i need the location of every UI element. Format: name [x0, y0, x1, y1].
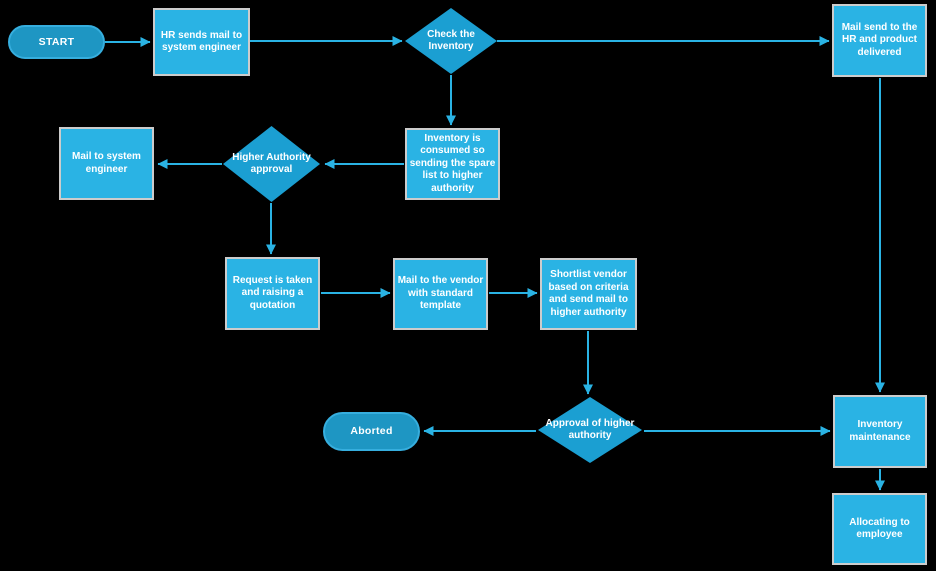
node-start-label: START: [38, 35, 75, 48]
node-mail-send-hr[interactable]: Mail send to the HR and product delivere…: [832, 4, 927, 77]
node-mail-to-vendor[interactable]: Mail to the vendor with standard templat…: [393, 258, 488, 330]
node-allocating-employee[interactable]: Allocating to employee: [832, 493, 927, 565]
node-mail-send-hr-label: Mail send to the HR and product delivere…: [841, 21, 918, 58]
node-request-quotation-label: Request is taken and raising a quotation: [232, 274, 313, 311]
node-shortlist-vendor-label: Shortlist vendor based on criteria and s…: [548, 269, 629, 318]
node-hr-sends-mail-label: HR sends mail to system engineer: [160, 29, 243, 54]
node-inventory-consumed-label: Inventory is consumed so sending the spa…: [409, 132, 496, 194]
node-mail-to-system-engineer[interactable]: Mail to system engineer: [59, 127, 154, 200]
node-aborted-label: Aborted: [350, 425, 393, 438]
node-check-inventory-label: Check the Inventory: [427, 28, 475, 53]
node-inventory-maintenance[interactable]: Inventory maintenance: [833, 395, 927, 468]
node-inventory-maintenance-label: Inventory maintenance: [849, 419, 911, 443]
node-mail-to-vendor-label: Mail to the vendor with standard templat…: [397, 275, 484, 312]
node-inventory-consumed[interactable]: Inventory is consumed so sending the spa…: [405, 128, 500, 200]
node-request-quotation[interactable]: Request is taken and raising a quotation: [225, 257, 320, 330]
node-approval-higher-authority-label: Approval of higher authority: [545, 417, 635, 442]
node-approval-higher-authority[interactable]: Approval of higher authority: [538, 397, 642, 463]
node-mail-to-system-engineer-label: Mail to system engineer: [72, 151, 141, 175]
node-shortlist-vendor[interactable]: Shortlist vendor based on criteria and s…: [540, 258, 637, 330]
node-higher-authority-approval[interactable]: Higher Authority approval: [223, 126, 320, 202]
node-aborted[interactable]: Aborted: [323, 412, 420, 451]
node-start[interactable]: START: [8, 25, 105, 59]
node-hr-sends-mail[interactable]: HR sends mail to system engineer: [153, 8, 250, 76]
node-allocating-employee-label: Allocating to employee: [849, 516, 910, 541]
node-higher-authority-approval-label: Higher Authority approval: [232, 151, 311, 176]
node-check-inventory[interactable]: Check the Inventory: [405, 8, 497, 74]
